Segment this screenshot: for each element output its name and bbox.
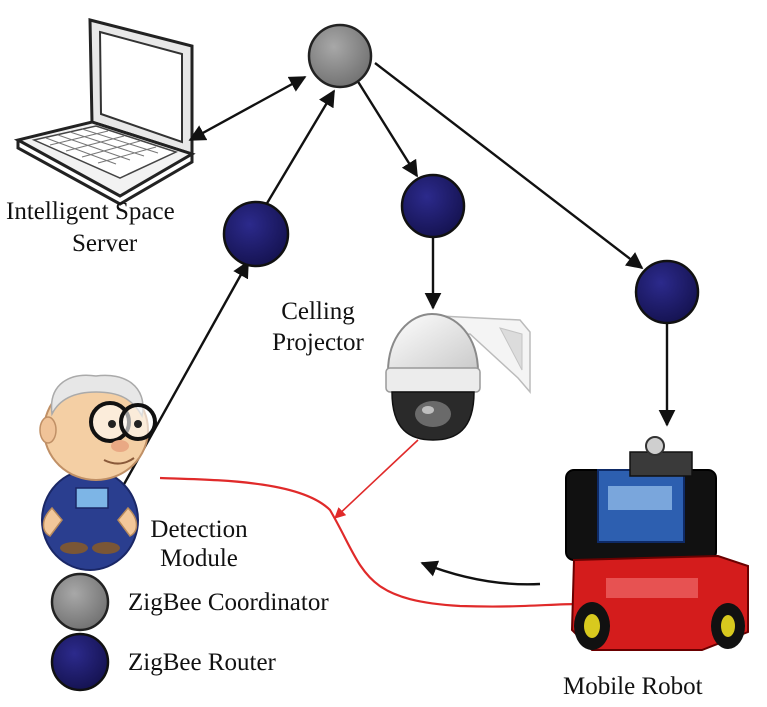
projector-signal-arrow — [334, 439, 419, 519]
elderly-person-icon — [39, 374, 157, 571]
server-label: Intelligent Space — [6, 197, 175, 226]
server-label-second: Server — [72, 229, 137, 258]
projector-label: Celling Projector — [250, 297, 386, 357]
zigbee-router-node-right — [634, 259, 700, 325]
link-server-coordinator — [188, 75, 307, 142]
detection-label-line1: Detection — [150, 516, 248, 543]
legend-coordinator-label: ZigBee Coordinator — [128, 589, 329, 616]
server-label-line1: Intelligent Space — [6, 198, 175, 225]
network-links — [116, 62, 676, 496]
legend-coordinator-icon — [50, 572, 110, 632]
projector-label-line1: Celling — [281, 298, 355, 325]
motion-arrow — [420, 560, 541, 586]
zigbee-router-node-left — [222, 200, 290, 268]
robot-label: Mobile Robot — [563, 673, 703, 700]
link-coordinator-router-right — [374, 62, 644, 270]
server-label-line2: Server — [72, 230, 138, 257]
detection-signal-path — [159, 476, 581, 608]
ceiling-projector-icon — [385, 312, 531, 441]
legend-router-label: ZigBee Router — [128, 649, 276, 676]
detection-label: Detection Module — [126, 515, 272, 573]
mobile-robot-icon — [565, 436, 749, 651]
laptop-server-icon — [13, 18, 196, 206]
legend-router-icon — [50, 632, 110, 692]
link-router-left-coordinator — [261, 89, 336, 211]
zigbee-coordinator-node — [307, 23, 373, 89]
projector-label-line2: Projector — [272, 329, 364, 356]
zigbee-router-node-center — [400, 173, 466, 239]
signal-paths — [159, 439, 581, 608]
link-coordinator-router-center — [355, 79, 419, 178]
detection-label-line2: Module — [160, 545, 238, 572]
